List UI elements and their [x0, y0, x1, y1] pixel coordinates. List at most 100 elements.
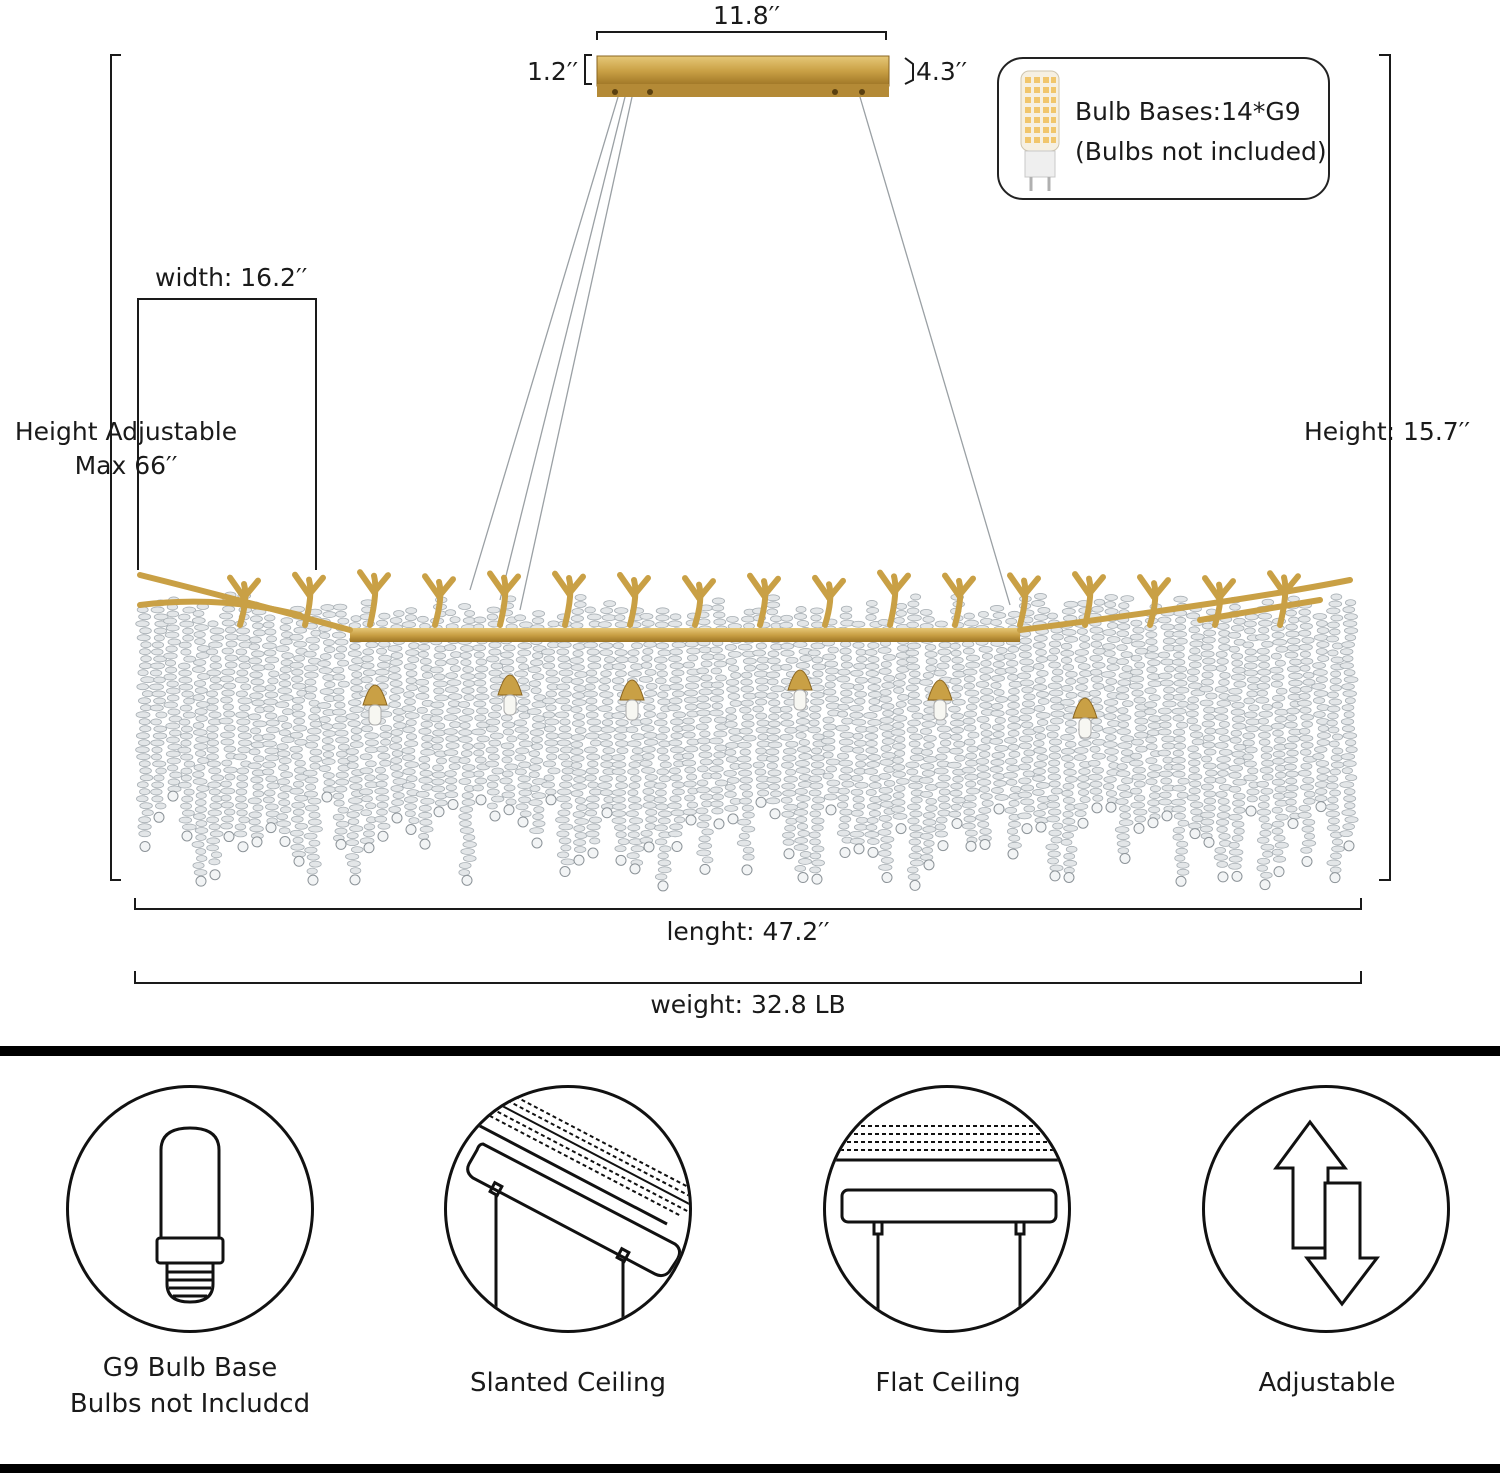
crystal-strand: [163, 596, 183, 802]
crystal-strand: [247, 601, 268, 848]
gold-branch: [617, 572, 637, 599]
crystal-strand: [1325, 593, 1346, 884]
gold-branch: [1007, 572, 1027, 599]
crystal-drop: [1147, 817, 1159, 829]
crystal-drop: [1259, 879, 1271, 891]
crystal-drop: [1301, 855, 1313, 867]
crystal-drop: [1343, 840, 1355, 852]
gold-branch: [137, 598, 303, 618]
bulb-sockets: [362, 669, 1098, 739]
gold-branch: [501, 573, 521, 597]
canopy-height-bracket: [584, 54, 914, 85]
crystal-drop: [1245, 805, 1257, 817]
crystal-drop: [685, 814, 697, 826]
crystal-strand: [289, 605, 309, 867]
crystal-strand: [1255, 598, 1275, 891]
crystal-drop: [1189, 828, 1201, 840]
crystal-strand: [1017, 595, 1037, 835]
gold-branch: [757, 578, 769, 628]
g9-bulb-photo-icon: [1020, 70, 1060, 191]
gold-branch: [1151, 577, 1171, 601]
crystal-strand: [302, 608, 323, 886]
gold-branch: [822, 581, 834, 628]
height-adjustable-bracket: [110, 54, 121, 881]
gold-branches: [137, 569, 1353, 633]
crystal-strand: [387, 610, 408, 824]
canopy-length-bracket: [596, 31, 887, 40]
length-label: lenght: 47.2′′: [666, 917, 830, 946]
crystal-drop: [671, 841, 683, 853]
crystal-drop: [643, 841, 655, 853]
crystal-strand: [611, 607, 630, 866]
chandelier-illustration: [135, 569, 1359, 892]
crystal-strand: [1311, 613, 1331, 813]
gold-branch: [357, 569, 377, 596]
crystal-drop: [699, 863, 711, 875]
gold-branch: [952, 577, 964, 628]
gold-branch: [302, 576, 314, 628]
height-adjustable-label: Height Adjustable Max 66′′: [0, 418, 252, 479]
crystal-strand: [345, 615, 365, 886]
crystal-drop: [727, 813, 739, 825]
height-label: Height: 15.7′′: [1304, 417, 1471, 446]
feature-adjustable-label: Adjustable: [1258, 1368, 1396, 1398]
gold-branch: [1267, 570, 1287, 597]
crystal-drop: [475, 794, 487, 806]
crystal-strand: [513, 614, 534, 828]
crystal-drop: [825, 804, 837, 816]
gold-branch: [562, 575, 574, 628]
width-bracket: [137, 298, 317, 570]
section-divider: [0, 1046, 1500, 1056]
gold-branch: [887, 573, 899, 628]
crystal-strand: [849, 620, 869, 855]
crystal-strand: [890, 602, 911, 835]
canopy-height-label: 1.2′′: [527, 57, 579, 86]
crystal-drop: [895, 823, 907, 835]
crystal-drop: [559, 866, 571, 878]
gold-branch: [696, 578, 716, 602]
gold-branch: [761, 575, 781, 599]
crystal-drop: [587, 847, 599, 859]
crystal-strand: [569, 594, 590, 866]
crystal-drop: [307, 874, 319, 886]
crystal-strand: [526, 610, 547, 849]
crystal-strand: [1269, 617, 1289, 878]
length-bracket: [134, 898, 1362, 910]
crystal-strand: [1297, 601, 1318, 867]
gold-branch: [436, 576, 456, 600]
crystal-drop: [349, 874, 361, 886]
feature-adjustable-circle: [1202, 1085, 1450, 1333]
crystal-strand: [723, 615, 743, 825]
crystal-drop: [335, 838, 347, 850]
crystal-drop: [951, 818, 963, 830]
crystal-drop: [615, 854, 627, 866]
feature-bulb-circle: [66, 1085, 314, 1333]
crystal-drop: [1273, 866, 1285, 878]
canopy-length-label: 11.8′′: [713, 1, 781, 30]
crystal-drop: [405, 824, 417, 836]
crystal-drop: [811, 873, 823, 885]
crystal-strand: [1185, 605, 1206, 840]
gold-branch: [487, 570, 507, 597]
gold-branch: [371, 572, 391, 596]
crystal-drop: [853, 843, 865, 855]
gold-branch: [956, 575, 976, 599]
suspension-wires: [469, 96, 1011, 611]
crystal-drop: [251, 836, 263, 848]
crystal-strand: [1171, 595, 1190, 887]
crystal-drop: [1105, 801, 1117, 813]
crystal-drop: [881, 872, 893, 884]
bulb-socket: [362, 684, 388, 726]
feature-slanted-circle: [444, 1085, 692, 1333]
flat-ceiling-icon: [826, 1125, 1068, 1330]
gold-branch: [566, 573, 586, 597]
gold-branch: [877, 569, 897, 596]
crystal-drop: [755, 796, 767, 808]
crystal-drop: [937, 840, 949, 852]
crystal-drop: [1133, 822, 1145, 834]
height-adjustable-line2: Max 66′′: [74, 450, 178, 480]
crystal-drop: [657, 880, 669, 892]
gold-branch: [1216, 578, 1236, 602]
bulb-socket: [497, 674, 523, 716]
crystal-drop: [433, 806, 445, 818]
